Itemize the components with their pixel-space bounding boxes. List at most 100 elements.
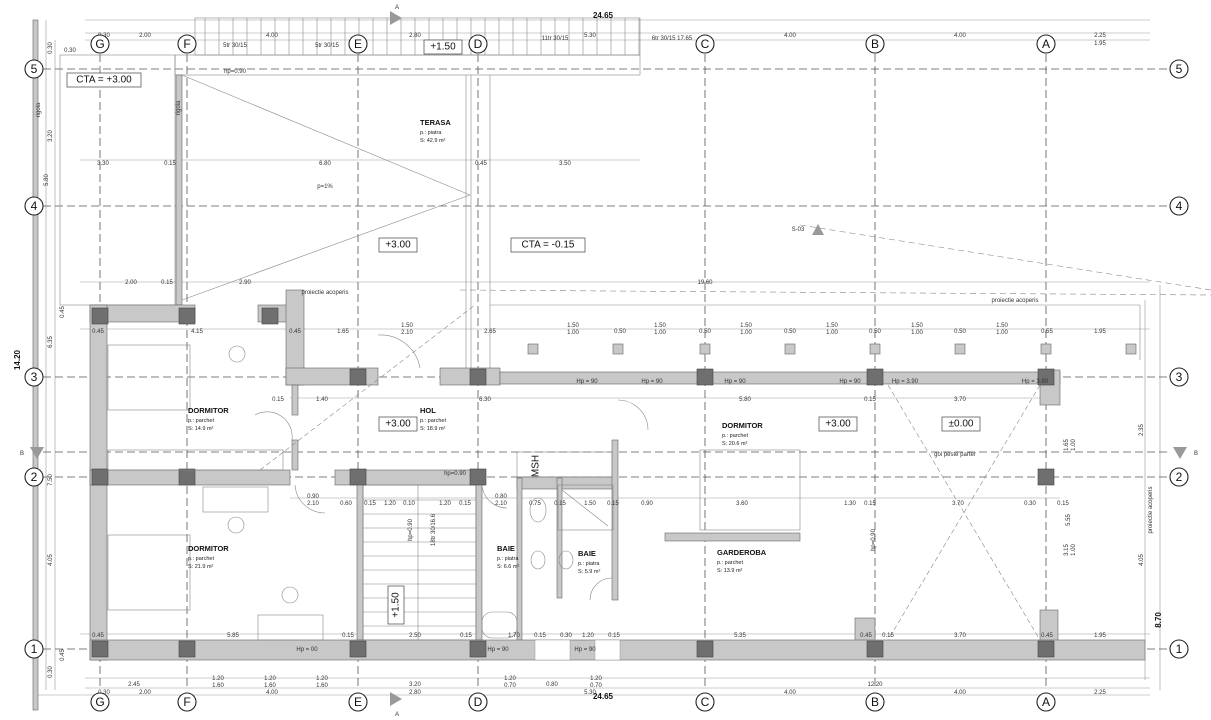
section-label: A bbox=[395, 712, 399, 718]
door-swing bbox=[481, 484, 508, 509]
grid-label: 1 bbox=[31, 642, 38, 656]
dimension-value: 1.50 bbox=[740, 323, 752, 329]
toilet bbox=[558, 550, 574, 570]
sill-height-label: Hp = 90 bbox=[487, 647, 509, 653]
dimension-value: 1.70 bbox=[508, 633, 520, 639]
plan-note: proiectie acoperis bbox=[301, 290, 348, 296]
room-area: S: 6.6 m² bbox=[497, 564, 519, 570]
dimension-value: 4.05 bbox=[1139, 554, 1145, 566]
dimension-value: 0.45 bbox=[92, 633, 104, 639]
dimension-value: 3.70 bbox=[952, 501, 964, 507]
column bbox=[1037, 640, 1055, 658]
grid-label: B bbox=[871, 37, 879, 51]
stair-label: 18tr 30/16.6 bbox=[431, 513, 437, 546]
column bbox=[91, 468, 109, 486]
dimension-value: 5.30 bbox=[584, 33, 596, 39]
dimension-value: 1.00 bbox=[654, 330, 666, 336]
grid-bubble bbox=[1169, 639, 1189, 659]
dimension-value: 1.00 bbox=[1071, 439, 1077, 451]
dimension-value: 5.80 bbox=[739, 397, 751, 403]
grid-bubble bbox=[695, 692, 715, 712]
level-tag-box bbox=[818, 416, 858, 432]
grid-bubble bbox=[24, 639, 44, 659]
dimension-value: 0.45 bbox=[92, 329, 104, 335]
grid-bubble bbox=[177, 34, 197, 54]
grid-label: D bbox=[474, 695, 483, 709]
grid-bubble bbox=[24, 367, 44, 387]
door-swing bbox=[377, 334, 421, 369]
plan-note: rigola bbox=[176, 100, 182, 115]
dimension-value: 1.50 bbox=[567, 323, 579, 329]
grid-label: B bbox=[871, 695, 879, 709]
room-area: S: 21.9 m² bbox=[188, 564, 214, 570]
plan-note: hp=0.90 bbox=[871, 528, 877, 551]
column bbox=[469, 368, 487, 386]
dimension-value: 2.90 bbox=[239, 280, 251, 286]
plan-note: gol peste parter bbox=[934, 452, 976, 458]
dimension-value: 0.70 bbox=[504, 683, 516, 689]
grid-label: 3 bbox=[1176, 370, 1183, 384]
room-name: GARDEROBA bbox=[717, 548, 767, 557]
dimension-value: 3.70 bbox=[954, 397, 966, 403]
dimension-value: 4.00 bbox=[784, 690, 796, 696]
level-tag: CTA = +3.00 bbox=[76, 75, 132, 86]
dimension-value: 0.15 bbox=[607, 501, 619, 507]
grid-label: 2 bbox=[31, 470, 38, 484]
stair-label: 11tr 30/15 bbox=[542, 36, 569, 42]
column bbox=[696, 640, 714, 658]
right-depth: 8.70 bbox=[1154, 612, 1163, 628]
level-tag: +3.00 bbox=[385, 419, 411, 430]
stair-label: 6tr 30/15 17.65 bbox=[652, 36, 693, 42]
dimension-value: 0.50 bbox=[784, 329, 796, 335]
dimension-value: 2.50 bbox=[409, 633, 421, 639]
dimension-value: 0.45 bbox=[289, 329, 301, 335]
room-area: S: 18.9 m² bbox=[420, 426, 446, 432]
grid-bubble bbox=[1169, 367, 1189, 387]
grid-bubble bbox=[1169, 467, 1189, 487]
stair-label: 5tr 30/15 bbox=[223, 43, 247, 49]
dimension-value: 2.35 bbox=[1139, 424, 1145, 436]
dimension-value: 2.00 bbox=[139, 33, 151, 39]
dimension-value: 5.35 bbox=[734, 633, 746, 639]
dimension-value: 0.80 bbox=[495, 494, 507, 500]
room-name: BAIE bbox=[497, 544, 515, 553]
grid-label: E bbox=[354, 695, 362, 709]
plan-note: rigola bbox=[36, 102, 42, 117]
column bbox=[178, 307, 196, 325]
dimension-value: 2.10 bbox=[495, 501, 507, 507]
dimension-value: 0.50 bbox=[699, 329, 711, 335]
plan-note: hp=0.90 bbox=[224, 69, 247, 75]
dimension-value: 0.15 bbox=[1057, 501, 1069, 507]
grid-label: F bbox=[183, 695, 190, 709]
dimension-value: 7.50 bbox=[48, 474, 54, 486]
level-tag: +1.50 bbox=[430, 42, 456, 53]
grid-label: D bbox=[474, 37, 483, 51]
grid-bubble bbox=[348, 692, 368, 712]
room-name: DORMITOR bbox=[722, 421, 763, 430]
dimension-value: 1.00 bbox=[911, 330, 923, 336]
grid-label: 1 bbox=[1176, 642, 1183, 656]
dimension-value: 2.00 bbox=[139, 690, 151, 696]
room-name: DORMITOR bbox=[188, 406, 229, 415]
pergola-post bbox=[784, 343, 796, 355]
grid-bubble bbox=[865, 34, 885, 54]
section-arrow-icon bbox=[390, 692, 402, 706]
stair-label: 5tr 30/15 bbox=[315, 43, 339, 49]
sill-height-label: Hp = 90 bbox=[574, 647, 596, 653]
dimension-value: 4.00 bbox=[266, 33, 278, 39]
door-swing bbox=[254, 411, 293, 441]
dimension-value: 0.75 bbox=[529, 501, 541, 507]
column bbox=[469, 640, 487, 658]
dimension-value: 2.65 bbox=[484, 329, 496, 335]
chair bbox=[228, 345, 246, 363]
dimension-value: 0.30 bbox=[64, 48, 76, 54]
plan-note: hp=0.90 bbox=[408, 518, 414, 541]
grid-bubble bbox=[348, 34, 368, 54]
dimension-value: 2.25 bbox=[1094, 690, 1106, 696]
room-floor: p.: parchet bbox=[188, 556, 214, 562]
room-area: S: 42.9 m² bbox=[420, 138, 446, 144]
bed bbox=[107, 534, 191, 611]
dimension-value: 1.50 bbox=[911, 323, 923, 329]
dimension-value: 0.60 bbox=[340, 501, 352, 507]
grid-bubble bbox=[468, 34, 488, 54]
